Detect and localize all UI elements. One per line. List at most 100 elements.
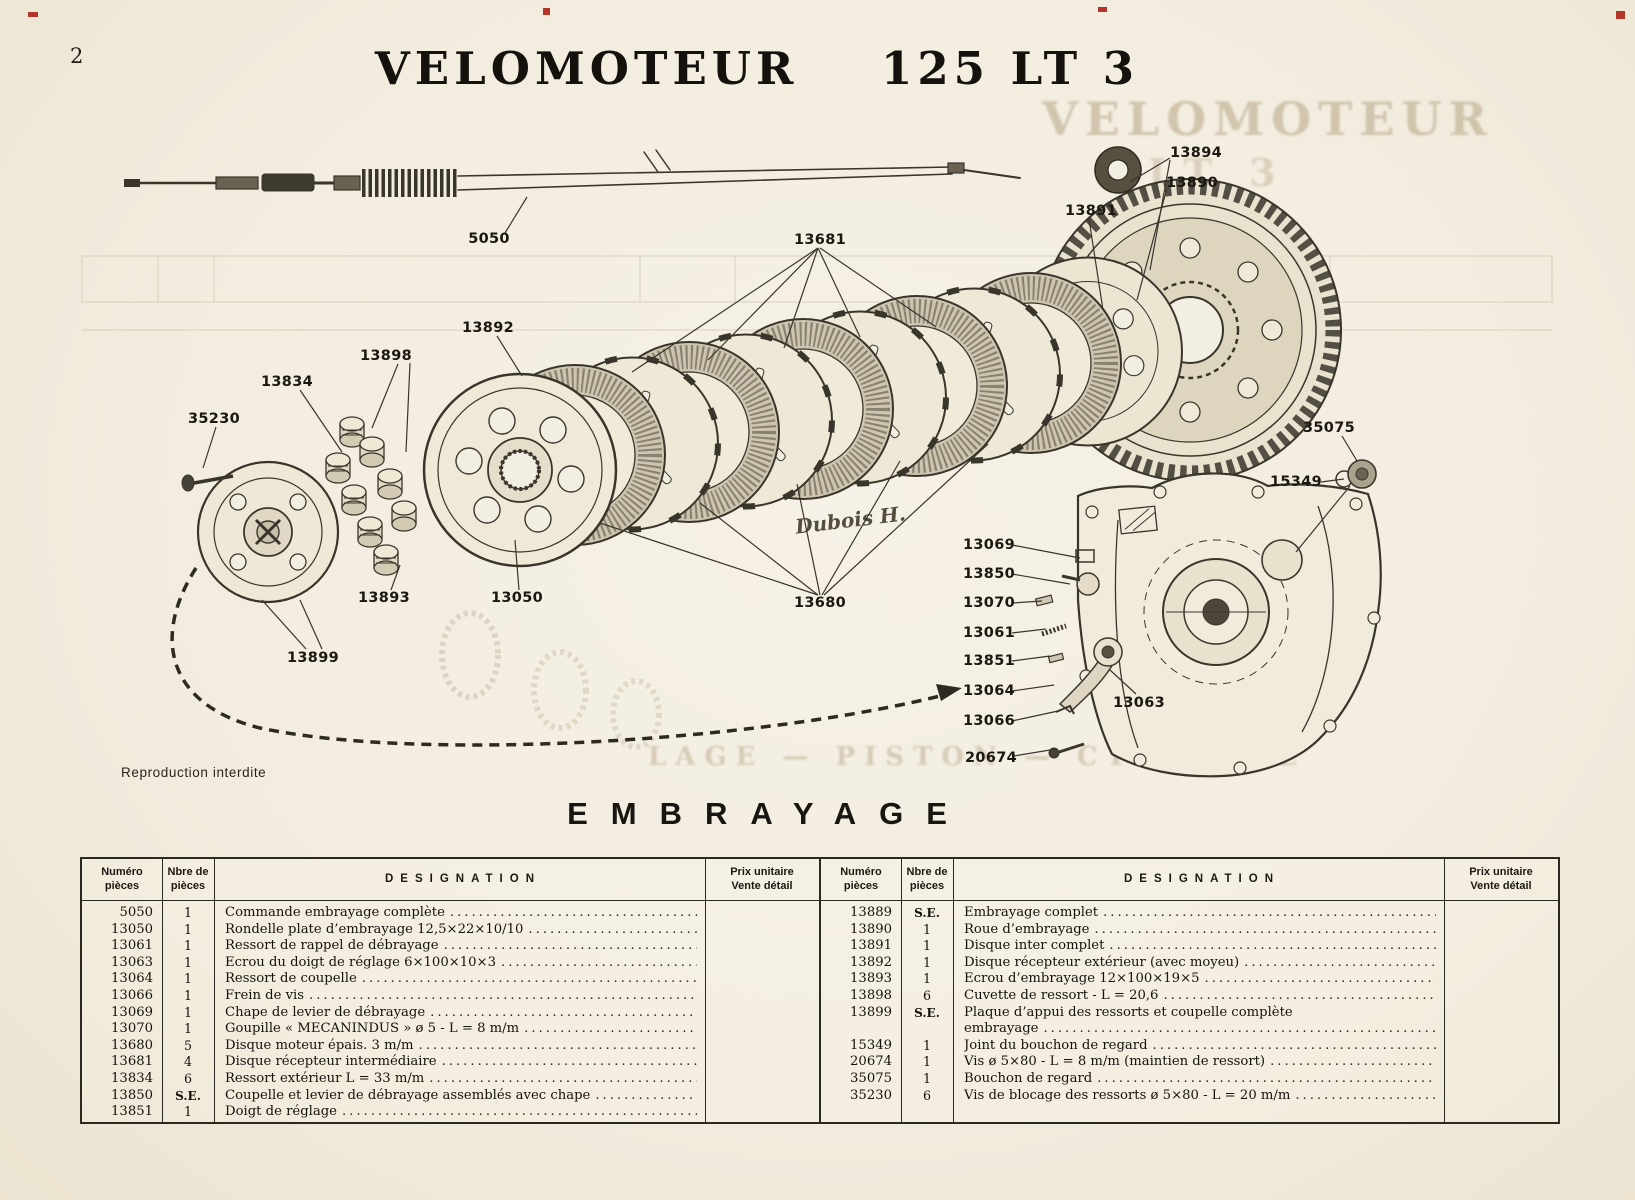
quantity-cell: 1 (922, 1037, 931, 1053)
col-header-nbre: Nbre de pièces (901, 866, 953, 892)
parts-table-left: Numéro pièces Nbre de pièces DESIGNATION… (82, 859, 821, 1122)
designation-cell: Coupelle et levier de débrayage assemblé… (225, 1087, 697, 1103)
header-line: pièces (104, 879, 140, 892)
quantity-cell: S.E. (914, 1005, 940, 1020)
receiver-disc-art (422, 372, 618, 568)
springs-and-cups-art (325, 416, 417, 576)
quantity-cell: 4 (183, 1054, 192, 1070)
part-number-cell: 13069 (111, 1004, 153, 1020)
designation-cell: Chape de levier de débrayage............… (225, 1004, 697, 1020)
dot-leader: ........................................… (1097, 1070, 1436, 1086)
header-line: pièces (909, 879, 945, 892)
dot-leader: ........................................… (1109, 938, 1436, 954)
quantity-cell: S.E. (914, 906, 940, 920)
dot-leader: ........................................… (501, 954, 697, 970)
page-title: VELOMOTEUR 125 LT 3 (374, 42, 1140, 95)
designation-cell: Rondelle plate d’embrayage 12,5×22×10/10… (225, 921, 697, 937)
designation-cell: Joint du bouchon de regard..............… (953, 1038, 1444, 1055)
registration-mark (1616, 11, 1625, 19)
reproduction-note: Reproduction interdite (121, 765, 267, 780)
clutch-cable-art (124, 149, 1021, 197)
price-cell (1444, 1088, 1558, 1105)
assembly-arrow (170, 567, 962, 747)
column-divider (162, 859, 163, 1122)
inspection-plug-art (1335, 459, 1377, 489)
header-line: Numéro (101, 866, 143, 879)
part-number-cell: 13070 (111, 1021, 153, 1037)
price-cell (705, 1038, 819, 1055)
designation-cell: Goupille « MECANINDUS » ø 5 - L = 8 m/m.… (225, 1021, 697, 1037)
page-number: 2 (70, 44, 84, 68)
col-header-designation: DESIGNATION (384, 872, 541, 885)
part-number-cell: 13851 (111, 1104, 153, 1120)
dot-leader: ........................................… (1244, 954, 1436, 970)
part-number-cell: 13061 (111, 938, 153, 954)
header-line: Vente détail (1470, 879, 1532, 892)
price-cell (705, 938, 819, 955)
crankcase-art (1058, 472, 1382, 778)
price-cell (1444, 905, 1558, 922)
registration-mark (543, 8, 550, 15)
quantity-cell: 6 (922, 1087, 931, 1103)
designation-cell: Plaque d’appui des ressorts et coupelle … (953, 1005, 1444, 1038)
price-cell (705, 988, 819, 1005)
designation-cell: Cuvette de ressort - L = 20,6...........… (953, 988, 1444, 1005)
dot-leader: ........................................… (528, 921, 697, 937)
part-number-cell: 13889 (850, 905, 892, 920)
header-line: Prix unitaire (730, 866, 794, 879)
part-number-cell: 13890 (850, 921, 892, 937)
price-cell (1444, 955, 1558, 972)
designation-cell: Roue d’embrayage........................… (964, 921, 1436, 937)
quantity-cell: 1 (183, 954, 192, 970)
table-header: Numéro pièces Nbre de pièces DESIGNATION… (821, 859, 1558, 901)
pressure-plate-art (196, 460, 340, 604)
col-header-nbre: Nbre de pièces (162, 866, 214, 892)
designation-cell: Vis de blocage des ressorts ø 5×80 - L =… (953, 1088, 1444, 1105)
designation-cell: Doigt de réglage........................… (225, 1104, 697, 1120)
price-cell (1444, 1071, 1558, 1088)
header-line: pièces (170, 879, 206, 892)
price-cell (1444, 988, 1558, 1005)
dot-leader: ........................................… (1270, 1054, 1436, 1070)
quantity-cell: 1 (922, 971, 931, 987)
registration-mark (1098, 7, 1107, 12)
dot-leader: ........................................… (595, 1087, 697, 1103)
quantity-cell: 5 (183, 1037, 192, 1053)
dot-leader: ........................................… (1103, 905, 1436, 920)
part-number-cell: 13681 (111, 1054, 153, 1070)
quantity-cell: 1 (922, 954, 931, 970)
designation-cell: Ressort de rappel de débrayage..........… (225, 938, 697, 954)
dot-leader: ........................................… (1152, 1037, 1436, 1053)
quantity-cell: 1 (922, 938, 931, 954)
dot-leader: ........................................… (309, 987, 697, 1003)
part-number-cell: 13899 (850, 1004, 892, 1020)
price-cell (705, 971, 819, 988)
dot-leader: ........................................… (441, 1054, 697, 1070)
price-cell (1444, 922, 1558, 939)
designation-cell: Disque récepteur extérieur (avec moyeu).… (953, 955, 1444, 972)
header-line: pièces (843, 879, 879, 892)
quantity-cell: 1 (183, 1021, 192, 1037)
price-cell (1444, 1054, 1558, 1071)
dot-leader: ........................................… (1163, 987, 1436, 1003)
part-number-cell: 13834 (111, 1070, 153, 1086)
table-row-13070: 13070 1 Goupille « MECANINDUS » ø 5 - L = … (82, 1021, 819, 1038)
col-header-prix: Prix unitaire Vente détail (1444, 866, 1558, 892)
quantity-cell: 1 (183, 905, 192, 920)
quantity-cell: 1 (183, 987, 192, 1003)
price-cell (705, 905, 819, 922)
part-number-cell: 13050 (111, 921, 153, 937)
header-line: Vente détail (731, 879, 793, 892)
